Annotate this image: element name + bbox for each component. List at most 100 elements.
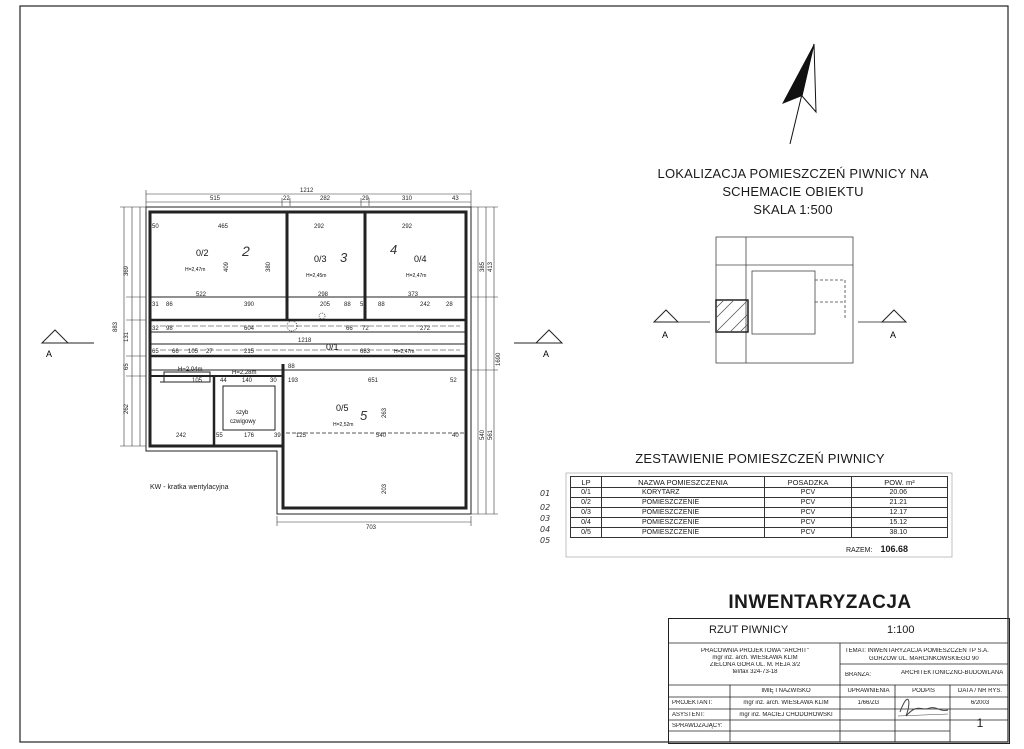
svg-text:105: 105 xyxy=(192,378,203,384)
svg-text:540: 540 xyxy=(480,429,486,440)
svg-text:292: 292 xyxy=(314,224,325,230)
svg-text:131: 131 xyxy=(124,331,130,342)
office-line: ZIELONA GÓRA UL. M. REJA 3/2 xyxy=(709,662,801,668)
svg-text:66: 66 xyxy=(172,349,179,355)
room-id: 0/4 xyxy=(414,254,427,264)
svg-text:98: 98 xyxy=(166,326,173,332)
sheet-number: 1 xyxy=(976,716,984,730)
branch-value: ARCHITEKTONICZNO-BUDOWLANA xyxy=(901,670,1004,676)
handwritten-lp: 02 xyxy=(540,503,551,512)
svg-text:5: 5 xyxy=(360,408,368,423)
svg-text:88: 88 xyxy=(378,302,385,308)
total-area: RAZEM:106.68 xyxy=(846,544,908,554)
svg-text:105: 105 xyxy=(188,349,199,355)
col-license: UPRAWNIENIA xyxy=(847,688,890,694)
svg-text:32: 32 xyxy=(152,326,159,332)
small-label: H=2,28m xyxy=(232,370,257,376)
office-line: PRACOWNIA PROJEKTOWA "ARCHIT" xyxy=(701,648,809,654)
svg-text:651: 651 xyxy=(368,378,379,384)
floor-plan xyxy=(145,206,472,515)
section-label: A xyxy=(543,349,549,359)
section-marker-icon xyxy=(40,309,908,344)
svg-text:140: 140 xyxy=(242,378,253,384)
svg-text:205: 205 xyxy=(320,302,331,308)
column-header: LP xyxy=(570,476,602,488)
svg-text:28: 28 xyxy=(446,302,453,308)
svg-text:31: 31 xyxy=(152,302,159,308)
svg-text:65: 65 xyxy=(152,349,159,355)
column-header: NAZWA POMIESZCZENIA xyxy=(601,476,765,488)
handwritten-lp: 05 xyxy=(540,536,551,545)
svg-text:242: 242 xyxy=(176,433,187,439)
handwritten-marks: 2 3 4 5 xyxy=(241,242,397,423)
room-height: H=2,47m xyxy=(394,349,414,355)
svg-text:22: 22 xyxy=(283,196,290,202)
inventory-heading: INWENTARYZACJA xyxy=(728,592,912,613)
svg-text:1218: 1218 xyxy=(298,338,312,344)
svg-text:703: 703 xyxy=(366,525,377,531)
location-title-line: LOKALIZACJA POMIESZCZEŃ PIWNICY NA xyxy=(657,166,929,181)
svg-text:4: 4 xyxy=(390,242,397,257)
svg-text:413: 413 xyxy=(488,261,494,272)
svg-text:66: 66 xyxy=(346,326,353,332)
column-header: POW. m² xyxy=(851,476,948,488)
room-id: 0/1 xyxy=(326,342,339,352)
room-labels: 0/2 H=2,47m 0/3 H=2,45m 0/4 H=2,47m 0/1 … xyxy=(178,248,427,428)
svg-text:203: 203 xyxy=(382,483,388,494)
svg-text:262: 262 xyxy=(124,403,130,414)
location-title-line: SCHEMACIE OBIEKTU xyxy=(722,184,864,199)
svg-text:55: 55 xyxy=(216,433,223,439)
svg-text:604: 604 xyxy=(244,326,255,332)
svg-text:215: 215 xyxy=(244,349,255,355)
svg-text:540: 540 xyxy=(376,433,387,439)
checker-label: SPRAWDZAJĄCY: xyxy=(672,723,723,729)
svg-text:292: 292 xyxy=(402,224,413,230)
svg-text:176: 176 xyxy=(244,433,255,439)
designer-date: 6/2003 xyxy=(970,700,990,706)
svg-text:409: 409 xyxy=(224,261,230,272)
dimension-text: 1212 515 22 282 29 310 43 50 465 292 292… xyxy=(113,188,502,531)
section-label: A xyxy=(890,330,896,340)
svg-text:86: 86 xyxy=(166,302,173,308)
svg-text:883: 883 xyxy=(113,321,119,332)
rooms-table: LP NAZWA POMIESZCZENIA POSADZKA POW. m² … xyxy=(570,476,948,538)
svg-text:385: 385 xyxy=(480,261,486,272)
title-block-lines xyxy=(668,642,1008,742)
svg-text:310: 310 xyxy=(402,196,413,202)
room-id: 0/5 xyxy=(336,403,349,413)
section-label: A xyxy=(46,349,52,359)
svg-text:390: 390 xyxy=(244,302,255,308)
col-date: DATA / NR RYS. xyxy=(957,688,1002,694)
location-title: LOKALIZACJA POMIESZCZEŃ PIWNICY NA SCHEM… xyxy=(628,165,958,219)
room-height: H=2,47m xyxy=(185,267,205,273)
svg-text:39: 39 xyxy=(274,433,281,439)
svg-text:1212: 1212 xyxy=(300,188,314,194)
subject-line: GORZÓW UL. MARCINKOWSKIEGO 90 xyxy=(869,656,979,662)
svg-text:380: 380 xyxy=(266,261,272,272)
handwritten-lp: 04 xyxy=(540,525,551,534)
summary-title: ZESTAWIENIE POMIESZCZEŃ PIWNICY xyxy=(635,451,885,466)
svg-text:52: 52 xyxy=(450,378,457,384)
designer-label: PROJEKTANT: xyxy=(672,700,713,706)
dimension-lines xyxy=(120,190,498,526)
handwritten-lp: 01 xyxy=(540,489,551,498)
svg-text:29: 29 xyxy=(362,196,369,202)
branch-label: BRANŻA: xyxy=(845,672,872,678)
room-height: H=2,52m xyxy=(333,422,353,428)
column-header: POSADZKA xyxy=(764,476,852,488)
svg-text:1690: 1690 xyxy=(496,352,502,366)
room-id: 0/3 xyxy=(314,254,327,264)
svg-text:515: 515 xyxy=(210,196,221,202)
assistant-name: mgr inż. MACIEJ CHODOROWSKI xyxy=(739,712,833,718)
assistant-label: ASYSTENT: xyxy=(672,712,705,718)
sheet-border xyxy=(19,5,1009,743)
svg-text:193: 193 xyxy=(288,378,299,384)
subject-line: TEMAT: INWENTARYZACJA POMIESZCZEŃ TP S.A… xyxy=(845,648,989,654)
office-line: tel/fax 324-73-18 xyxy=(732,669,778,675)
